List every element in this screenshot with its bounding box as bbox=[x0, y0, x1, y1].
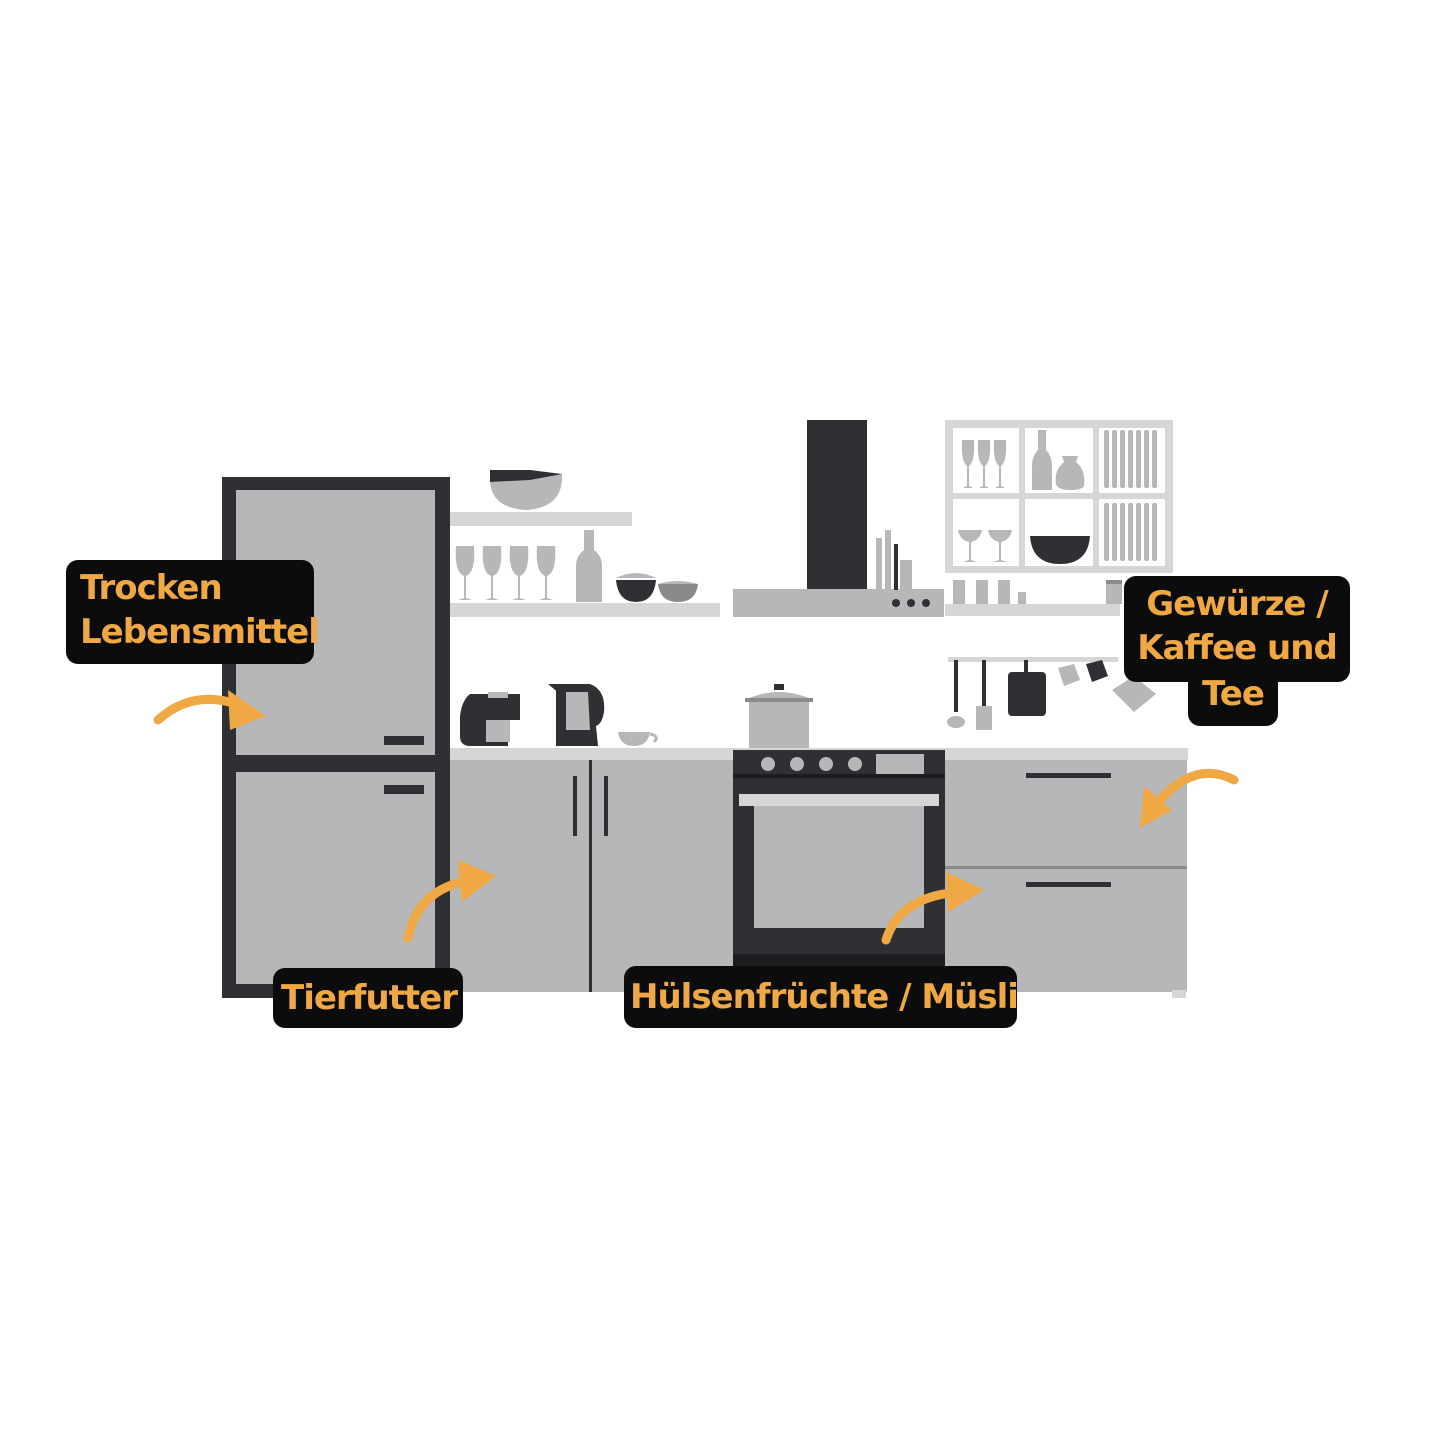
plate-icon bbox=[1104, 430, 1157, 561]
cabinet-handle bbox=[604, 776, 608, 836]
spice-jar-icon bbox=[1106, 580, 1122, 604]
label-dry-food-line2: Lebensmittel bbox=[80, 612, 320, 652]
cup-icon bbox=[618, 732, 658, 746]
label-dry-food-line1: Trocken bbox=[80, 568, 223, 608]
pot-holder-icon bbox=[1112, 676, 1156, 712]
kettle-icon bbox=[548, 684, 605, 746]
dish-rack-icon bbox=[945, 420, 1173, 573]
arrow-icon bbox=[458, 860, 496, 902]
cutting-board-icon bbox=[1008, 660, 1046, 716]
fridge-handle-lower bbox=[384, 785, 424, 794]
arrow-icon bbox=[946, 872, 984, 912]
coffee-machine-icon bbox=[460, 692, 520, 746]
utensil-rail-icon bbox=[948, 657, 1118, 662]
spatula-icon bbox=[976, 660, 992, 730]
drawer-handle bbox=[1026, 882, 1111, 887]
fridge-icon bbox=[222, 477, 450, 998]
shelf-icon bbox=[450, 512, 720, 617]
fridge-handle-upper bbox=[384, 736, 424, 745]
utensil-holder-icon bbox=[876, 530, 912, 590]
spice-jar-icon bbox=[953, 580, 1026, 604]
label-pet-food: Tierfutter bbox=[273, 968, 463, 1028]
label-spices-line1: Gewürze / bbox=[1146, 584, 1328, 624]
bottle-icon bbox=[1032, 430, 1052, 490]
label-legumes-text: Hülsenfrüchte / Müsli bbox=[630, 977, 1019, 1017]
champagne-glass-icon bbox=[958, 530, 1012, 562]
wine-glass-icon bbox=[455, 546, 556, 600]
bowl-icon bbox=[490, 470, 562, 510]
range-hood-icon bbox=[733, 420, 944, 617]
label-legumes: Hülsenfrüchte / Müsli bbox=[624, 966, 1019, 1028]
label-pet-food-text: Tierfutter bbox=[281, 978, 458, 1018]
label-spices-tab: Tee bbox=[1188, 668, 1278, 726]
ladle-icon bbox=[947, 660, 965, 728]
pot-icon bbox=[745, 684, 813, 748]
bowl-icon bbox=[616, 573, 698, 602]
bowl-icon bbox=[1030, 536, 1090, 564]
arrow-icon bbox=[1140, 786, 1172, 828]
drawer-handle bbox=[1026, 773, 1111, 778]
mug-icon bbox=[1058, 660, 1108, 686]
arrow-icon bbox=[228, 690, 266, 730]
arrow-icon bbox=[1155, 768, 1239, 805]
wine-glass-icon bbox=[961, 440, 1007, 488]
oven-icon bbox=[733, 750, 945, 970]
label-dry-food: Trocken Lebensmittel bbox=[66, 560, 320, 664]
jug-icon bbox=[1055, 456, 1085, 490]
bottle-icon bbox=[576, 530, 602, 602]
label-spices: Gewürze / Kaffee und bbox=[1124, 576, 1350, 682]
shelf-icon bbox=[945, 604, 1120, 616]
label-spices-line3: Tee bbox=[1202, 674, 1265, 714]
cabinet-icon bbox=[450, 760, 733, 992]
cabinet-handle bbox=[573, 776, 577, 836]
label-spices-line2: Kaffee und bbox=[1137, 628, 1338, 668]
